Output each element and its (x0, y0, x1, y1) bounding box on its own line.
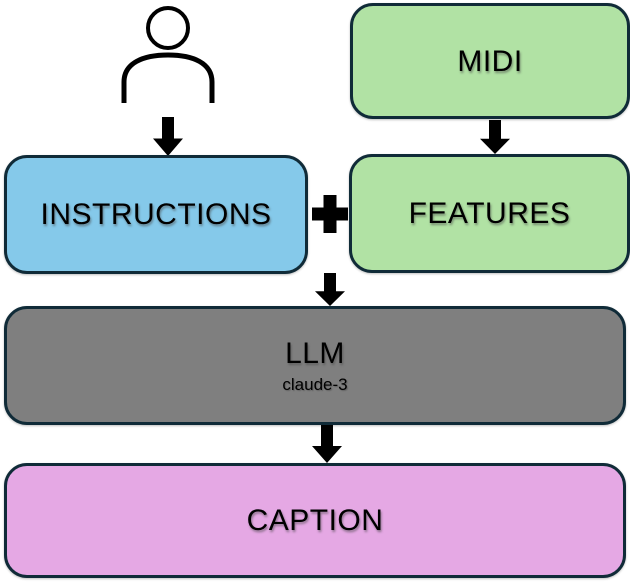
node-midi-label: MIDI (457, 44, 523, 78)
node-features: FEATURES (349, 154, 630, 273)
arrow-midi-to-features-icon (480, 120, 510, 154)
node-instructions-label: INSTRUCTIONS (40, 198, 272, 231)
node-midi: MIDI (350, 3, 630, 119)
node-instructions: INSTRUCTIONS (4, 155, 308, 274)
node-llm: LLM claude-3 (4, 306, 626, 425)
node-llm-sublabel: claude-3 (282, 374, 348, 394)
node-features-label: FEATURES (408, 197, 571, 230)
node-caption: CAPTION (4, 463, 626, 578)
user-icon (121, 6, 215, 103)
arrow-combined-to-llm-icon (315, 273, 345, 306)
node-caption-label: CAPTION (246, 504, 384, 537)
arrow-llm-to-caption-icon (312, 425, 342, 463)
arrow-user-to-instructions-icon (153, 117, 183, 156)
plus-icon (312, 195, 348, 233)
node-llm-label: LLM (285, 336, 345, 370)
